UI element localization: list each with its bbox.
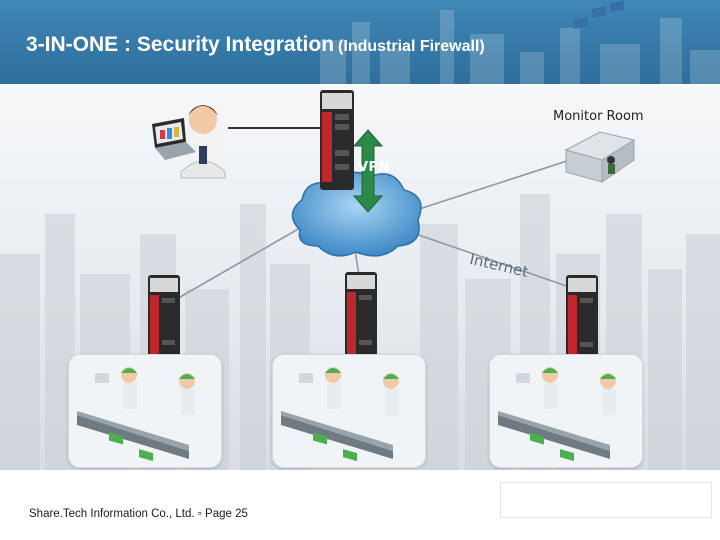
monitor-room-label: Monitor Room xyxy=(553,109,644,124)
firewall-device-icon xyxy=(320,90,354,190)
factory-link-left xyxy=(174,227,301,301)
laptop-icon xyxy=(152,118,196,160)
factory-link-right xyxy=(409,231,579,291)
page-title: 3-IN-ONE : Security Integration(Industri… xyxy=(26,33,485,57)
footer-text: Share.Tech Information Co., Ltd. ▫ Page … xyxy=(29,508,248,520)
firewall-device-icon xyxy=(566,275,598,370)
footer-box xyxy=(500,482,712,518)
firewall-device-icon xyxy=(148,275,180,367)
factory-line-icon xyxy=(272,354,426,468)
skyline-decoration xyxy=(320,10,720,84)
factory-line-icon xyxy=(489,354,643,468)
firewall-device-icon xyxy=(345,272,377,367)
title-main: 3-IN-ONE : Security Integration xyxy=(26,33,335,56)
admin-user-icon xyxy=(180,105,226,179)
title-sub: (Industrial Firewall) xyxy=(338,38,485,55)
cloud-icon xyxy=(291,171,422,257)
monitor-room-icon xyxy=(564,0,636,183)
vpn-label: VPN xyxy=(358,160,390,175)
vpn-arrow-icon xyxy=(352,129,384,213)
monitor-link xyxy=(409,159,571,213)
network-links xyxy=(174,127,579,301)
factory-line-icon xyxy=(68,354,222,468)
